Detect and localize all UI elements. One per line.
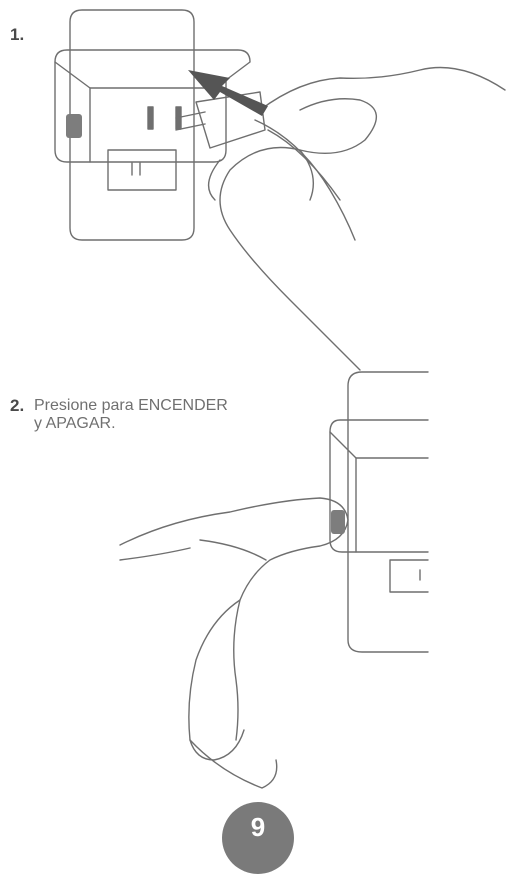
- press-button-illustration: [119, 371, 429, 789]
- plug-cord: [254, 119, 356, 241]
- step-2-line-1: Presione para ENCENDER: [34, 397, 228, 414]
- step-2-number: 2.: [10, 396, 25, 415]
- step-1-number: 1.: [10, 25, 25, 44]
- page-number-badge: 9: [222, 802, 294, 874]
- plug-insertion-illustration: [54, 9, 506, 371]
- smart-plug-body: [54, 49, 251, 163]
- insert-arrow: [188, 70, 268, 116]
- hand-2: [119, 497, 349, 741]
- wall-plate: [69, 9, 195, 241]
- smart-plug-body-2: [329, 419, 429, 553]
- step-2-line-2: y APAGAR.: [34, 415, 116, 432]
- wall-plate-2: [347, 371, 429, 653]
- hand-1: [219, 66, 506, 371]
- plug-prongs: [175, 111, 206, 131]
- lower-outlet: [107, 149, 177, 191]
